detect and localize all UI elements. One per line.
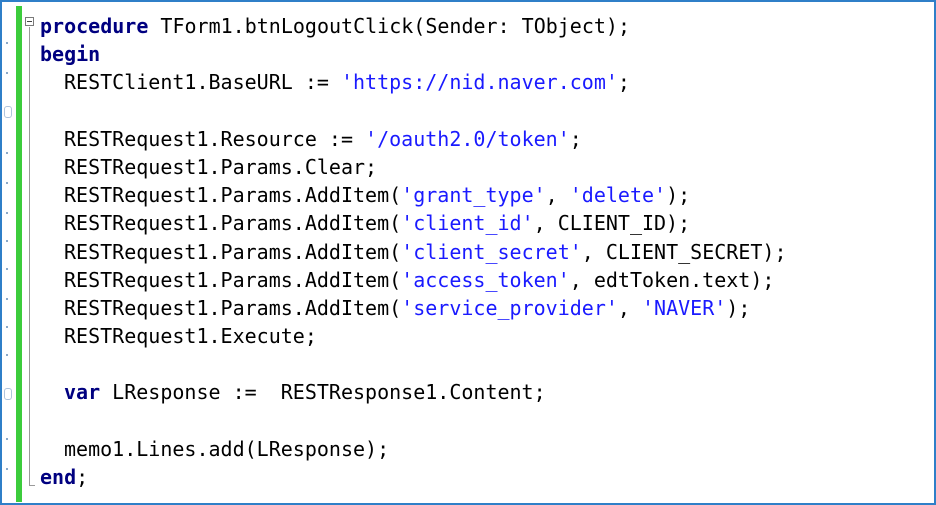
code-token: RESTRequest1.Params.AddItem( xyxy=(64,295,402,320)
gutter-dot xyxy=(6,42,8,44)
code-token: RESTRequest1.Resource := xyxy=(64,126,366,151)
code-token: , CLIENT_ID); xyxy=(533,211,691,236)
gutter-dot xyxy=(6,438,8,440)
string-token: '/oauth2.0/token' xyxy=(365,126,570,151)
code-line[interactable]: RESTRequest1.Params.Clear; xyxy=(40,153,930,181)
code-line[interactable]: procedure TForm1.btnLogoutClick(Sender: … xyxy=(40,12,930,40)
code-line[interactable]: RESTRequest1.Execute; xyxy=(40,322,930,350)
breakpoint-marker-icon[interactable] xyxy=(4,388,12,400)
code-token: ; xyxy=(76,465,89,489)
string-token: 'access_token' xyxy=(401,267,570,292)
editor-gutter[interactable] xyxy=(2,2,16,503)
code-token: RESTRequest1.Params.AddItem( xyxy=(64,211,402,236)
code-line[interactable]: RESTRequest1.Params.AddItem('grant_type'… xyxy=(40,181,930,209)
code-line[interactable]: RESTRequest1.Params.AddItem('client_secr… xyxy=(40,238,930,266)
code-line[interactable]: var LResponse := RESTResponse1.Content; xyxy=(40,378,930,406)
code-line[interactable]: RESTRequest1.Resource := '/oauth2.0/toke… xyxy=(40,125,930,153)
gutter-dot xyxy=(6,240,8,242)
code-token: , xyxy=(617,295,642,320)
code-line[interactable]: RESTRequest1.Params.AddItem('service_pro… xyxy=(40,294,930,322)
gutter-dot xyxy=(6,72,8,74)
gutter-dot xyxy=(6,212,8,214)
string-token: 'service_provider' xyxy=(401,295,618,320)
keyword-token: begin xyxy=(40,42,101,67)
code-line[interactable] xyxy=(40,350,930,378)
code-token: RESTClient1.BaseURL := xyxy=(64,70,341,95)
code-fold-guide xyxy=(29,27,30,485)
breakpoint-marker-icon[interactable] xyxy=(4,106,12,118)
code-line[interactable] xyxy=(40,97,930,125)
code-token: LResponse := RESTResponse1.Content; xyxy=(100,380,546,405)
string-token: 'https://nid.naver.com' xyxy=(340,70,618,95)
code-token: ); xyxy=(726,295,751,320)
string-token: 'client_id' xyxy=(401,211,534,236)
code-line[interactable]: RESTRequest1.Params.AddItem('access_toke… xyxy=(40,266,930,294)
gutter-dot xyxy=(6,298,8,300)
code-text-area[interactable]: procedure TForm1.btnLogoutClick(Sender: … xyxy=(40,12,930,491)
code-line[interactable] xyxy=(40,407,930,435)
gutter-dot xyxy=(6,182,8,184)
code-token: , edtToken.text); xyxy=(569,267,775,292)
code-token: TForm1.btnLogoutClick(Sender: TObject); xyxy=(148,14,631,38)
code-token: RESTRequest1.Params.AddItem( xyxy=(64,183,402,208)
code-token: ; xyxy=(617,70,630,95)
gutter-dot xyxy=(6,354,8,356)
code-token: memo1.Lines.add(LResponse); xyxy=(64,436,390,461)
string-token: 'grant_type' xyxy=(401,183,546,208)
string-token: 'NAVER' xyxy=(642,295,727,320)
gutter-dot xyxy=(6,152,8,154)
keyword-token: var xyxy=(64,380,101,405)
code-line[interactable]: end; xyxy=(40,463,930,491)
code-token: , xyxy=(545,183,570,208)
code-fold-guide-end xyxy=(29,485,35,486)
modified-lines-bar xyxy=(16,6,22,502)
keyword-token: end xyxy=(40,465,77,489)
gutter-dot xyxy=(6,326,8,328)
string-token: 'delete' xyxy=(569,183,667,208)
code-line[interactable]: RESTClient1.BaseURL := 'https://nid.nave… xyxy=(40,68,930,96)
code-line[interactable]: begin xyxy=(40,40,930,68)
code-token: RESTRequest1.Params.Clear; xyxy=(64,154,378,179)
gutter-dot xyxy=(6,268,8,270)
code-token: RESTRequest1.Params.AddItem( xyxy=(64,267,402,292)
code-token: ); xyxy=(666,183,691,208)
code-token: RESTRequest1.Params.AddItem( xyxy=(64,239,402,264)
code-line[interactable]: RESTRequest1.Params.AddItem('client_id',… xyxy=(40,209,930,237)
code-token: , CLIENT_SECRET); xyxy=(581,239,787,264)
code-token: RESTRequest1.Execute; xyxy=(64,324,317,349)
string-token: 'client_secret' xyxy=(401,239,582,264)
code-token: ; xyxy=(569,126,582,151)
code-line[interactable]: memo1.Lines.add(LResponse); xyxy=(40,435,930,463)
gutter-dot xyxy=(6,468,8,470)
code-fold-collapse-icon[interactable] xyxy=(25,17,34,26)
keyword-token: procedure xyxy=(40,14,149,38)
